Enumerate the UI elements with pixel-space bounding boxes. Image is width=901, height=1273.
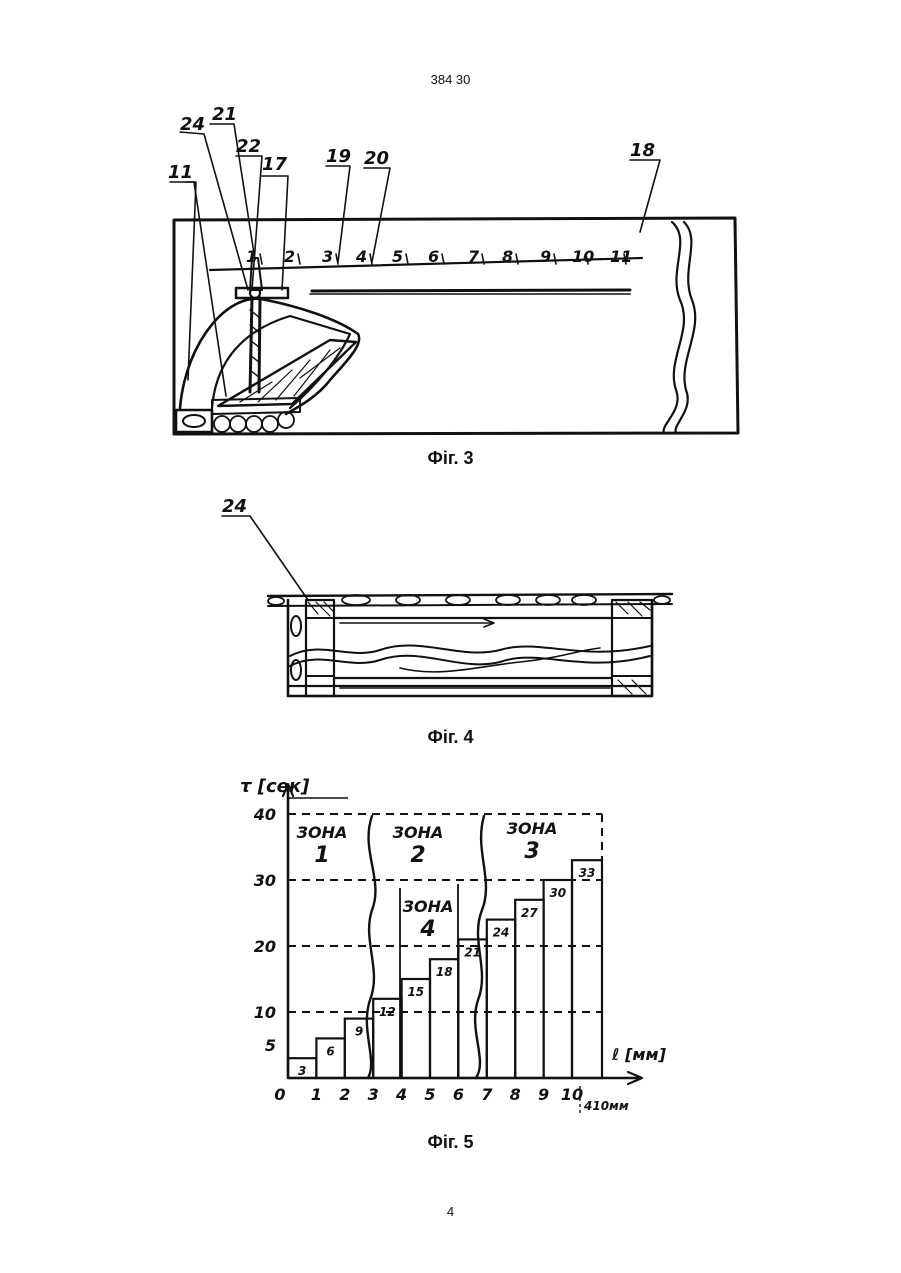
x-tick-label: 4: [395, 1085, 407, 1104]
y-tick-label: 10: [254, 1003, 276, 1022]
scale-mark-label: 8: [502, 247, 513, 266]
bar-value-label: 9: [355, 1025, 363, 1039]
scale-mark-label: 11: [610, 247, 632, 266]
scale-tick: [370, 254, 372, 264]
bar-value-label: 3: [298, 1064, 306, 1078]
x-tick-label: 5: [424, 1085, 435, 1104]
callout-label: 24: [222, 496, 247, 517]
zone-number: 2: [410, 843, 425, 868]
callout-label: 18: [630, 140, 655, 161]
zone-number: 1: [314, 843, 329, 868]
figure-5-chart: 3691215182124273033510203040012345678910…: [0, 770, 901, 1130]
bar-value-label: 15: [407, 985, 424, 999]
callout-label: 24: [180, 114, 205, 135]
x-tick-label: 6: [453, 1085, 464, 1104]
figure-3-caption: Фіг. 3: [0, 448, 901, 469]
scale-mark-label: 9: [540, 247, 551, 266]
y-tick-label: 30: [254, 871, 276, 890]
y-tick-label: 40: [253, 805, 276, 824]
callout-label: 19: [326, 146, 351, 167]
y-tick-label: 20: [254, 937, 276, 956]
bar-value-label: 24: [493, 926, 510, 940]
callout-label: 11: [168, 162, 193, 183]
bar: [544, 880, 572, 1078]
x-end-annotation: 410мм: [583, 1099, 629, 1113]
figure-5-caption: Фіг. 5: [0, 1132, 901, 1153]
scale-tick: [554, 254, 556, 264]
x-axis-label: ℓ [мм]: [611, 1045, 667, 1064]
figure-3-drawing: 24 21 2217 11 19 20 18 1 2 3 4 5 6 7 8 9 10 11: [0, 0, 901, 460]
zone-number: 4: [419, 917, 435, 942]
x-tick-label: 3: [368, 1085, 379, 1104]
x-tick-label: 9: [538, 1085, 549, 1104]
y-axis-label: τ [сек]: [240, 776, 310, 797]
figure-4-caption: Фіг. 4: [0, 727, 901, 748]
scale-mark-label: 6: [428, 247, 439, 266]
bar-value-label: 18: [436, 965, 453, 979]
scale-tick: [298, 254, 300, 264]
callout-label: 20: [364, 148, 389, 169]
zone-label: ЗОНА: [392, 823, 444, 842]
zone-number: 3: [524, 839, 539, 864]
x-tick-label: 1: [311, 1085, 322, 1104]
bar-value-label: 21: [464, 945, 481, 959]
callout-label: 21: [212, 104, 237, 125]
bar-value-label: 33: [579, 866, 596, 880]
bar-value-label: 6: [326, 1044, 334, 1058]
zone-label: ЗОНА: [402, 897, 454, 916]
figure-4-drawing: 24: [0, 490, 901, 730]
scale-mark-label: 10: [572, 247, 594, 266]
x-tick-label: 10: [561, 1085, 583, 1104]
zone-label: ЗОНА: [296, 823, 348, 842]
scale-mark-label: 7: [468, 247, 480, 266]
bar: [572, 860, 602, 1078]
x-tick-label: 2: [339, 1085, 350, 1104]
scale-tick: [260, 254, 262, 264]
x-tick-label: 7: [481, 1085, 493, 1104]
scale-mark-label: 2: [284, 247, 295, 266]
bar-value-label: 30: [549, 886, 566, 900]
page-number: 4: [0, 1204, 901, 1219]
bar: [515, 900, 543, 1078]
scale-mark-label: 5: [392, 247, 403, 266]
x-tick-label: 0: [274, 1085, 285, 1104]
bar-value-label: 12: [379, 1005, 396, 1019]
y-tick-label: 5: [265, 1036, 276, 1055]
callout-label: 17: [262, 154, 288, 175]
scale-mark-label: 4: [355, 247, 367, 266]
scale-tick: [336, 254, 338, 264]
scale-mark-label: 3: [322, 247, 333, 266]
callout-label: 22: [236, 136, 261, 157]
bar: [458, 939, 486, 1078]
bar-value-label: 27: [521, 906, 538, 920]
scale-mark-label: 1: [246, 247, 257, 266]
zone-label: ЗОНА: [506, 819, 558, 838]
bar: [487, 920, 515, 1078]
scale-tick: [406, 254, 408, 264]
x-tick-label: 8: [510, 1085, 521, 1104]
